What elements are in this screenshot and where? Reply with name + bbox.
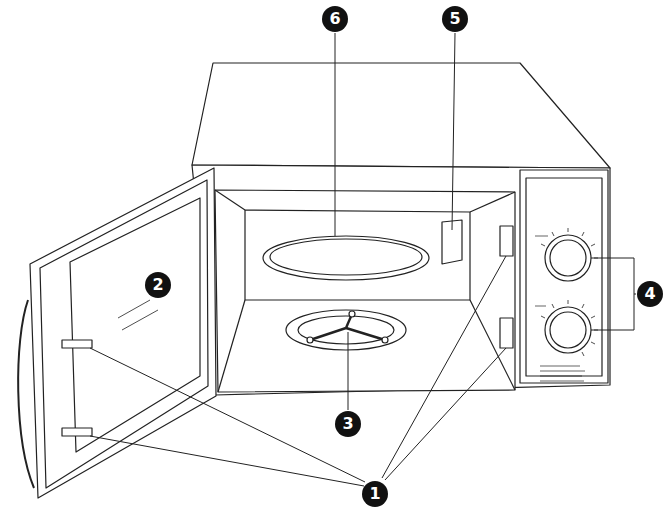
- glass-tray: [263, 236, 429, 280]
- roller-ring: [286, 310, 406, 350]
- callout-number: 3: [335, 411, 361, 437]
- door: [30, 168, 216, 498]
- control-panel: [520, 170, 608, 383]
- cavity-edges: [215, 190, 515, 392]
- glass-tray-rim: [270, 239, 422, 275]
- knob-ticks: [541, 228, 598, 356]
- roller-wheel: [349, 311, 355, 317]
- roller-wheel: [382, 337, 388, 343]
- door-hook: [62, 428, 92, 436]
- callout-number: 4: [637, 281, 663, 307]
- cavity-opening: [215, 190, 515, 392]
- roller-wheel: [307, 337, 313, 343]
- callout-number: 5: [442, 6, 468, 32]
- latch-hole: [500, 226, 513, 256]
- timer-knob: [545, 235, 591, 281]
- callout-number: 6: [322, 6, 348, 32]
- power-knob: [545, 307, 591, 353]
- panel-legend-lines: [535, 236, 585, 381]
- door-hook: [62, 340, 92, 348]
- leader-lines: [90, 33, 636, 486]
- glass-shine: [118, 300, 158, 330]
- door-window: [70, 198, 200, 452]
- cavity-back-wall: [245, 210, 470, 300]
- latch-hole: [500, 318, 513, 348]
- callout-number: 2: [145, 272, 171, 298]
- control-panel-inset: [526, 178, 602, 376]
- housing-front: [192, 165, 610, 395]
- callout-number: 1: [362, 481, 388, 507]
- housing-top: [192, 63, 610, 168]
- roller-ring-inner: [298, 316, 394, 344]
- timer-knob-ring: [550, 240, 586, 276]
- power-knob-ring: [550, 312, 586, 348]
